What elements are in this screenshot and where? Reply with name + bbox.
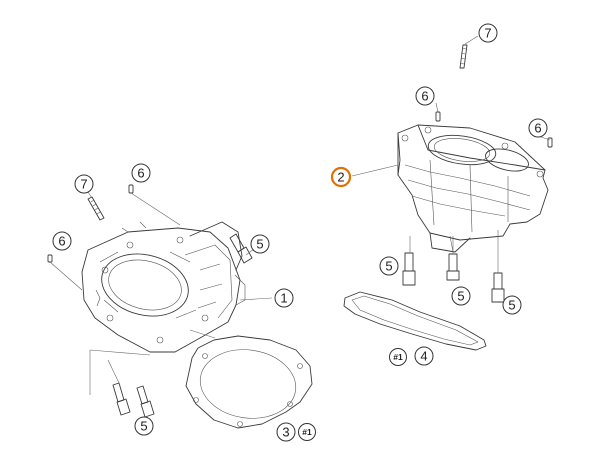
callout-5-a: 5 <box>379 256 399 276</box>
dowel-pin-6-b <box>547 137 553 148</box>
leader-lines-right <box>351 35 551 273</box>
dowel-pin-6-a <box>435 111 441 122</box>
callout-label: 2 <box>337 170 344 185</box>
screw-5-a <box>402 252 416 286</box>
callout-1: 1 <box>274 288 294 308</box>
dowel-pin-6-d <box>47 254 53 263</box>
callout-5-b: 5 <box>451 286 471 306</box>
callout-5-e: 5 <box>134 416 154 436</box>
callout-label: 5 <box>457 289 464 304</box>
tag-label: #1 <box>302 427 312 437</box>
tag-hash1-left: #1 <box>298 423 316 441</box>
screw-5-d <box>229 233 253 264</box>
callout-label: 4 <box>420 349 427 364</box>
tag-label: #1 <box>393 352 403 362</box>
callout-6-b: 6 <box>528 118 548 138</box>
cylinder-part-1 <box>81 221 246 353</box>
callout-label: 6 <box>137 166 144 181</box>
callout-label: 6 <box>421 89 428 104</box>
callout-5-c: 5 <box>502 295 522 315</box>
callout-label: 5 <box>140 419 147 434</box>
cylinder-part-2 <box>397 124 549 253</box>
callout-6-a: 6 <box>415 86 435 106</box>
callout-4: 4 <box>414 346 434 366</box>
stud-bolt-7-left <box>87 196 105 221</box>
dowel-pin-6-c <box>128 184 134 194</box>
tag-hash1-right: #1 <box>389 348 407 366</box>
callout-label: 5 <box>508 298 515 313</box>
stud-bolt-7-top <box>459 44 468 69</box>
callout-2-highlighted[interactable]: 2 <box>330 166 352 188</box>
callout-7-top: 7 <box>478 23 498 43</box>
callout-label: 7 <box>80 177 87 192</box>
callout-label: 3 <box>282 425 289 440</box>
leader-lines-left <box>49 191 273 420</box>
callout-label: 6 <box>534 121 541 136</box>
callout-label: 5 <box>256 237 263 252</box>
callout-6-d: 6 <box>52 231 72 251</box>
base-gasket-part-4 <box>343 291 487 351</box>
callout-7-left: 7 <box>74 174 94 194</box>
head-gasket-part-3 <box>185 335 313 429</box>
screw-5-c <box>491 272 505 303</box>
screw-5-b <box>446 253 460 281</box>
callout-label: 6 <box>58 234 65 249</box>
callout-label: 7 <box>484 26 491 41</box>
callout-3: 3 <box>276 422 296 442</box>
callout-5-d: 5 <box>250 234 270 254</box>
screw-5-e <box>112 382 155 418</box>
callout-label: 5 <box>385 259 392 274</box>
callout-label: 1 <box>280 291 287 306</box>
callout-6-c: 6 <box>131 163 151 183</box>
